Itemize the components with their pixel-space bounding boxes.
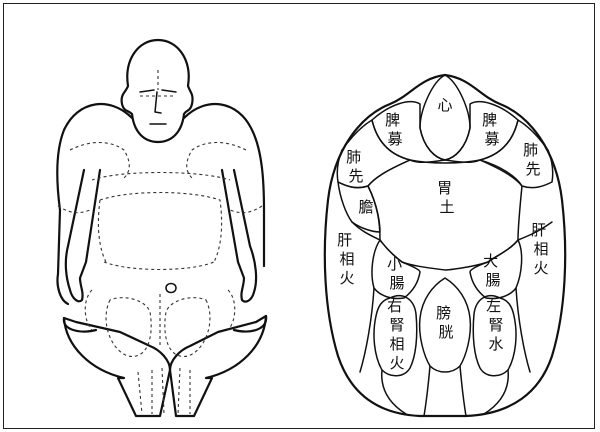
- label-left-kidney-chars-1: 腎: [488, 316, 503, 334]
- label-small-intestine-chars-1: 腸: [389, 274, 404, 292]
- label-stomach-chars: 胃: [437, 179, 452, 197]
- left-arm: [66, 170, 100, 301]
- label-heart: 心: [437, 96, 452, 114]
- label-liver-right-chars-2: 火: [533, 259, 548, 277]
- label-lung-left: 肺 先: [346, 148, 366, 185]
- label-spleen-right: 脾 募: [482, 111, 502, 148]
- organ-map-outline: [325, 75, 565, 416]
- label-spleen-left-chars-1: 募: [387, 130, 402, 148]
- torso-outline: [57, 104, 264, 304]
- label-left-kidney-chars-2: 水: [488, 335, 503, 353]
- body-figure: [57, 40, 266, 416]
- label-lung-right-chars-1: 先: [525, 160, 540, 178]
- label-lung-left-chars: 肺: [346, 148, 361, 166]
- head-outline: [122, 40, 193, 142]
- label-bladder-chars: 膀: [436, 304, 451, 322]
- spleen-left-region: [372, 102, 445, 163]
- label-liver-left-chars-2: 火: [339, 269, 354, 287]
- right-arm: [222, 170, 256, 302]
- label-liver-left-chars: 肝: [337, 231, 352, 249]
- label-right-kidney: 右 腎相火: [387, 297, 407, 372]
- label-large-intestine: 大 腸: [483, 252, 503, 289]
- label-right-kidney-chars: 右: [387, 297, 402, 315]
- label-liver-left: 肝 相火: [337, 231, 357, 287]
- label-right-kidney-chars-2: 相: [389, 335, 404, 353]
- lower-center-boundary: [424, 366, 466, 416]
- label-left-kidney-chars: 左: [486, 297, 501, 315]
- abdomen-regions-dash: [85, 290, 235, 356]
- label-lung-right: 肺 先: [523, 141, 543, 178]
- label-stomach-chars-1: 土: [439, 198, 454, 216]
- label-large-intestine-chars: 大: [483, 252, 498, 270]
- label-liver-right-chars: 肝: [531, 221, 546, 239]
- label-spleen-right-chars-1: 募: [484, 130, 499, 148]
- label-spleen-left: 脾 募: [385, 111, 405, 148]
- label-small-intestine: 小 腸: [387, 255, 407, 292]
- label-lung-right-chars: 肺: [523, 141, 538, 159]
- label-spleen-right-chars: 脾: [482, 111, 497, 129]
- label-left-kidney: 左 腎水: [486, 297, 506, 353]
- face-nose: [155, 92, 161, 113]
- label-right-kidney-chars-1: 腎: [389, 316, 404, 334]
- head-meridian-dash: [140, 70, 176, 96]
- label-small-intestine-chars: 小: [387, 255, 402, 273]
- lower-body-outline: [64, 318, 170, 416]
- label-gallbladder: 膽: [358, 198, 373, 216]
- label-stomach: 胃 土: [437, 179, 457, 216]
- label-right-kidney-chars-3: 火: [389, 354, 404, 372]
- label-bladder-chars-1: 胱: [438, 323, 453, 341]
- label-lung-left-chars-1: 先: [348, 167, 363, 185]
- navel: [166, 284, 176, 293]
- label-liver-right-chars-1: 相: [533, 240, 548, 258]
- label-large-intestine-chars-1: 腸: [485, 271, 500, 289]
- label-spleen-left-chars: 脾: [385, 111, 400, 129]
- label-liver-left-chars-1: 相: [339, 250, 354, 268]
- label-bladder: 膀 胱: [436, 304, 456, 341]
- label-liver-right: 肝 相火: [531, 221, 551, 277]
- leg-lines-dash: [138, 368, 190, 414]
- face-eyebrows: [140, 90, 176, 92]
- organ-map: 心 脾 募 脾 募 肺 先 肺 先 胃 土 膽 肝 相火 肝 相火 小 腸 大 …: [325, 75, 565, 416]
